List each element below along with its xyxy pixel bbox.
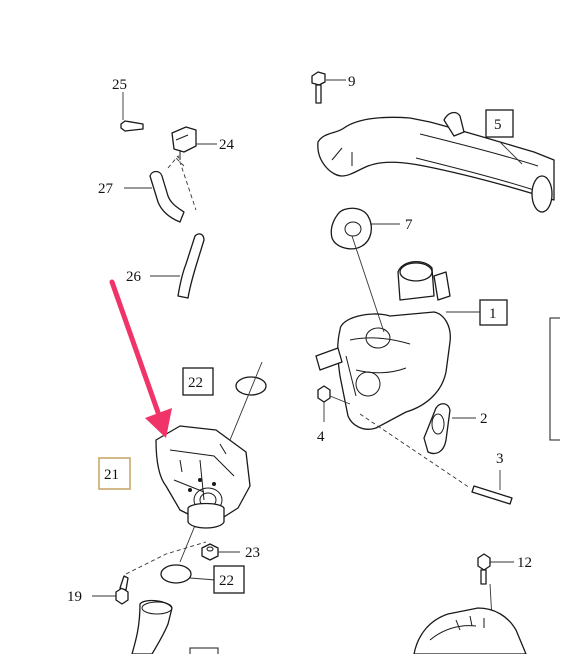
callout-25: 25 [112,77,127,93]
callout-23: 23 [245,545,260,561]
callout-24: 24 [219,137,235,153]
callout-22-lower: 22 [219,573,234,589]
part-25-bolt [120,92,144,132]
callout-1: 1 [489,306,497,322]
bracket-mark [549,317,560,441]
part-27-hose [124,155,197,223]
callout-2: 2 [480,411,488,427]
part-9-bolt [311,71,346,104]
intake-pipe-fragment [131,599,173,655]
callout-12: 12 [517,555,532,571]
part-21-throttle-housing [155,425,251,529]
callout-27: 27 [98,181,114,197]
callout-21: 21 [104,467,119,483]
callout-box-22-upper [182,367,214,396]
callout-19: 19 [67,589,82,605]
callout-7: 7 [405,217,413,233]
pointer-arrow [109,279,172,438]
part-4-nut [317,385,351,422]
part-5-egr-pipe [317,111,555,213]
callout-3: 3 [496,451,504,467]
callout-4: 4 [317,429,325,445]
part-26-hose [150,233,205,299]
callout-9: 9 [348,74,356,90]
part-22-o-ring-lower [160,564,217,584]
part-7-gasket [330,207,400,250]
part-23-nut [201,543,240,561]
part-1-egr-valve [315,235,482,430]
part-19-bolt [92,541,207,605]
callout-5: 5 [494,117,502,133]
callout-22-upper: 22 [188,375,203,391]
cutoff-box-bottom [189,647,219,654]
callout-box-1 [479,299,508,326]
part-2-gasket [423,403,476,455]
lower-housing-fragment [413,607,527,655]
part-3-stud [359,413,513,505]
part-24-sensor [171,126,217,160]
callout-box-5 [485,109,514,138]
callout-26: 26 [126,269,142,285]
callout-box-22-lower [213,565,245,594]
callout-box-21-highlight [98,457,131,490]
